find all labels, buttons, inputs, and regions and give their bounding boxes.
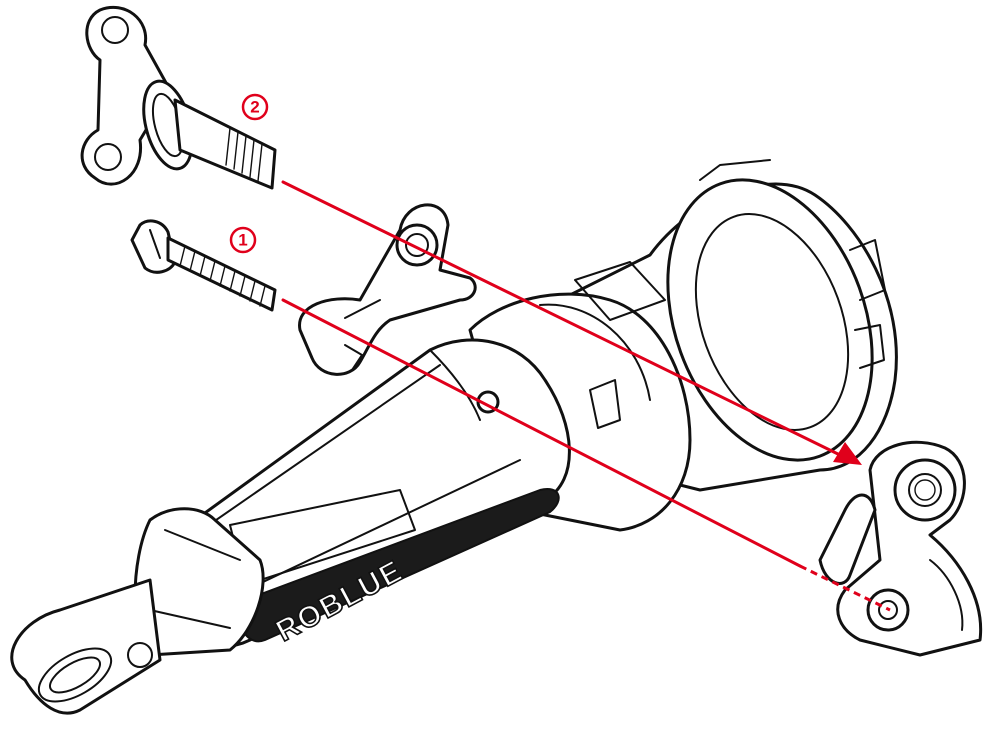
guide-line-2 — [281, 180, 842, 457]
arrowhead-icon — [833, 442, 862, 465]
callout-1-label: 1 — [238, 231, 247, 250]
guide-line-1-hidden — [799, 564, 891, 612]
mount-eye-tip — [10, 578, 162, 715]
brake-body: ROBLUE — [133, 159, 898, 657]
wing-bolt — [80, 5, 277, 190]
callout-2-label: 2 — [250, 98, 259, 117]
guide-lines — [281, 180, 891, 612]
guide-line-1 — [281, 298, 802, 568]
callout-2: 2 — [241, 93, 269, 121]
right-bracket — [818, 440, 983, 657]
callout-1: 1 — [229, 226, 257, 254]
cap-screw — [130, 219, 277, 312]
